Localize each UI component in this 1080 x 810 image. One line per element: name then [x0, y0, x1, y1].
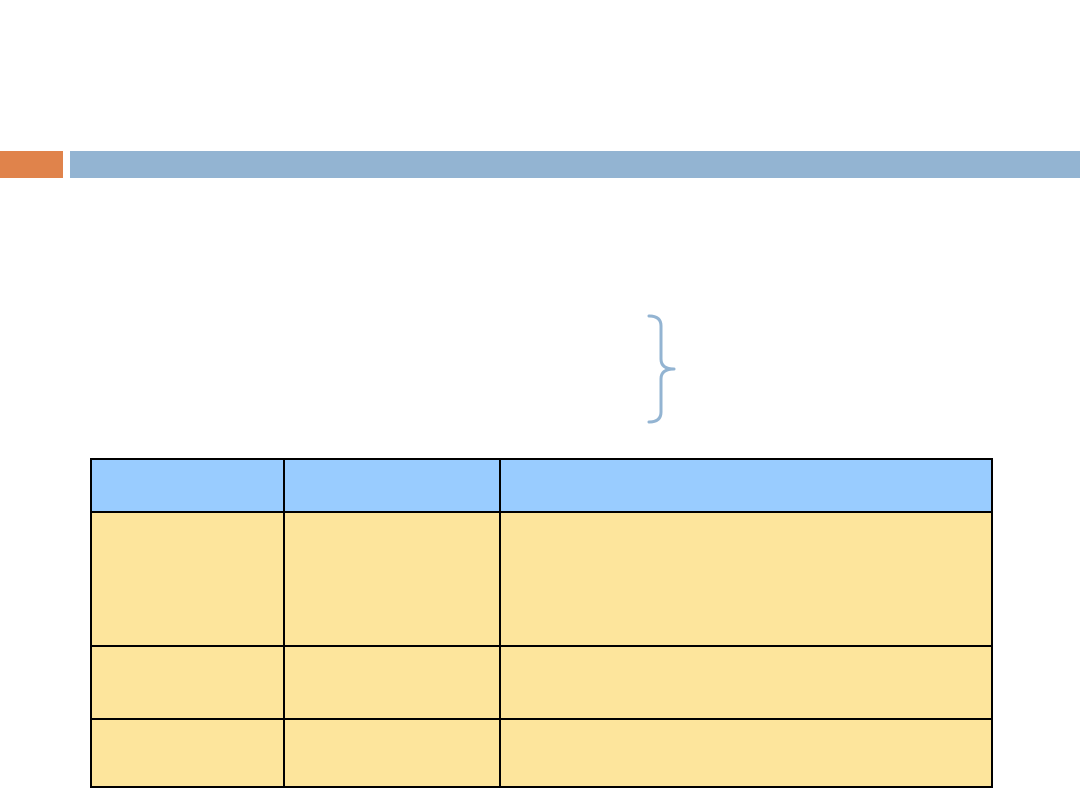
table-cell — [283, 511, 501, 647]
table-header-cell — [90, 458, 285, 513]
table-cell — [90, 511, 285, 647]
title-underline-bar — [70, 151, 1080, 178]
table-row — [90, 645, 993, 720]
table-cell — [499, 718, 993, 788]
table-cell — [90, 718, 285, 788]
table-row — [90, 718, 993, 788]
table-cell — [499, 645, 993, 720]
right-brace-icon — [647, 314, 676, 424]
table-header-cell — [499, 458, 993, 513]
table-cell — [283, 718, 501, 788]
table-cell — [90, 645, 285, 720]
slide-title-area — [0, 0, 1080, 150]
table-cell — [283, 645, 501, 720]
table-row — [90, 511, 993, 647]
title-accent-bar — [0, 151, 63, 178]
table-header-cell — [283, 458, 501, 513]
table-header-row — [90, 458, 993, 513]
table-cell — [499, 511, 993, 647]
data-table — [90, 458, 993, 788]
